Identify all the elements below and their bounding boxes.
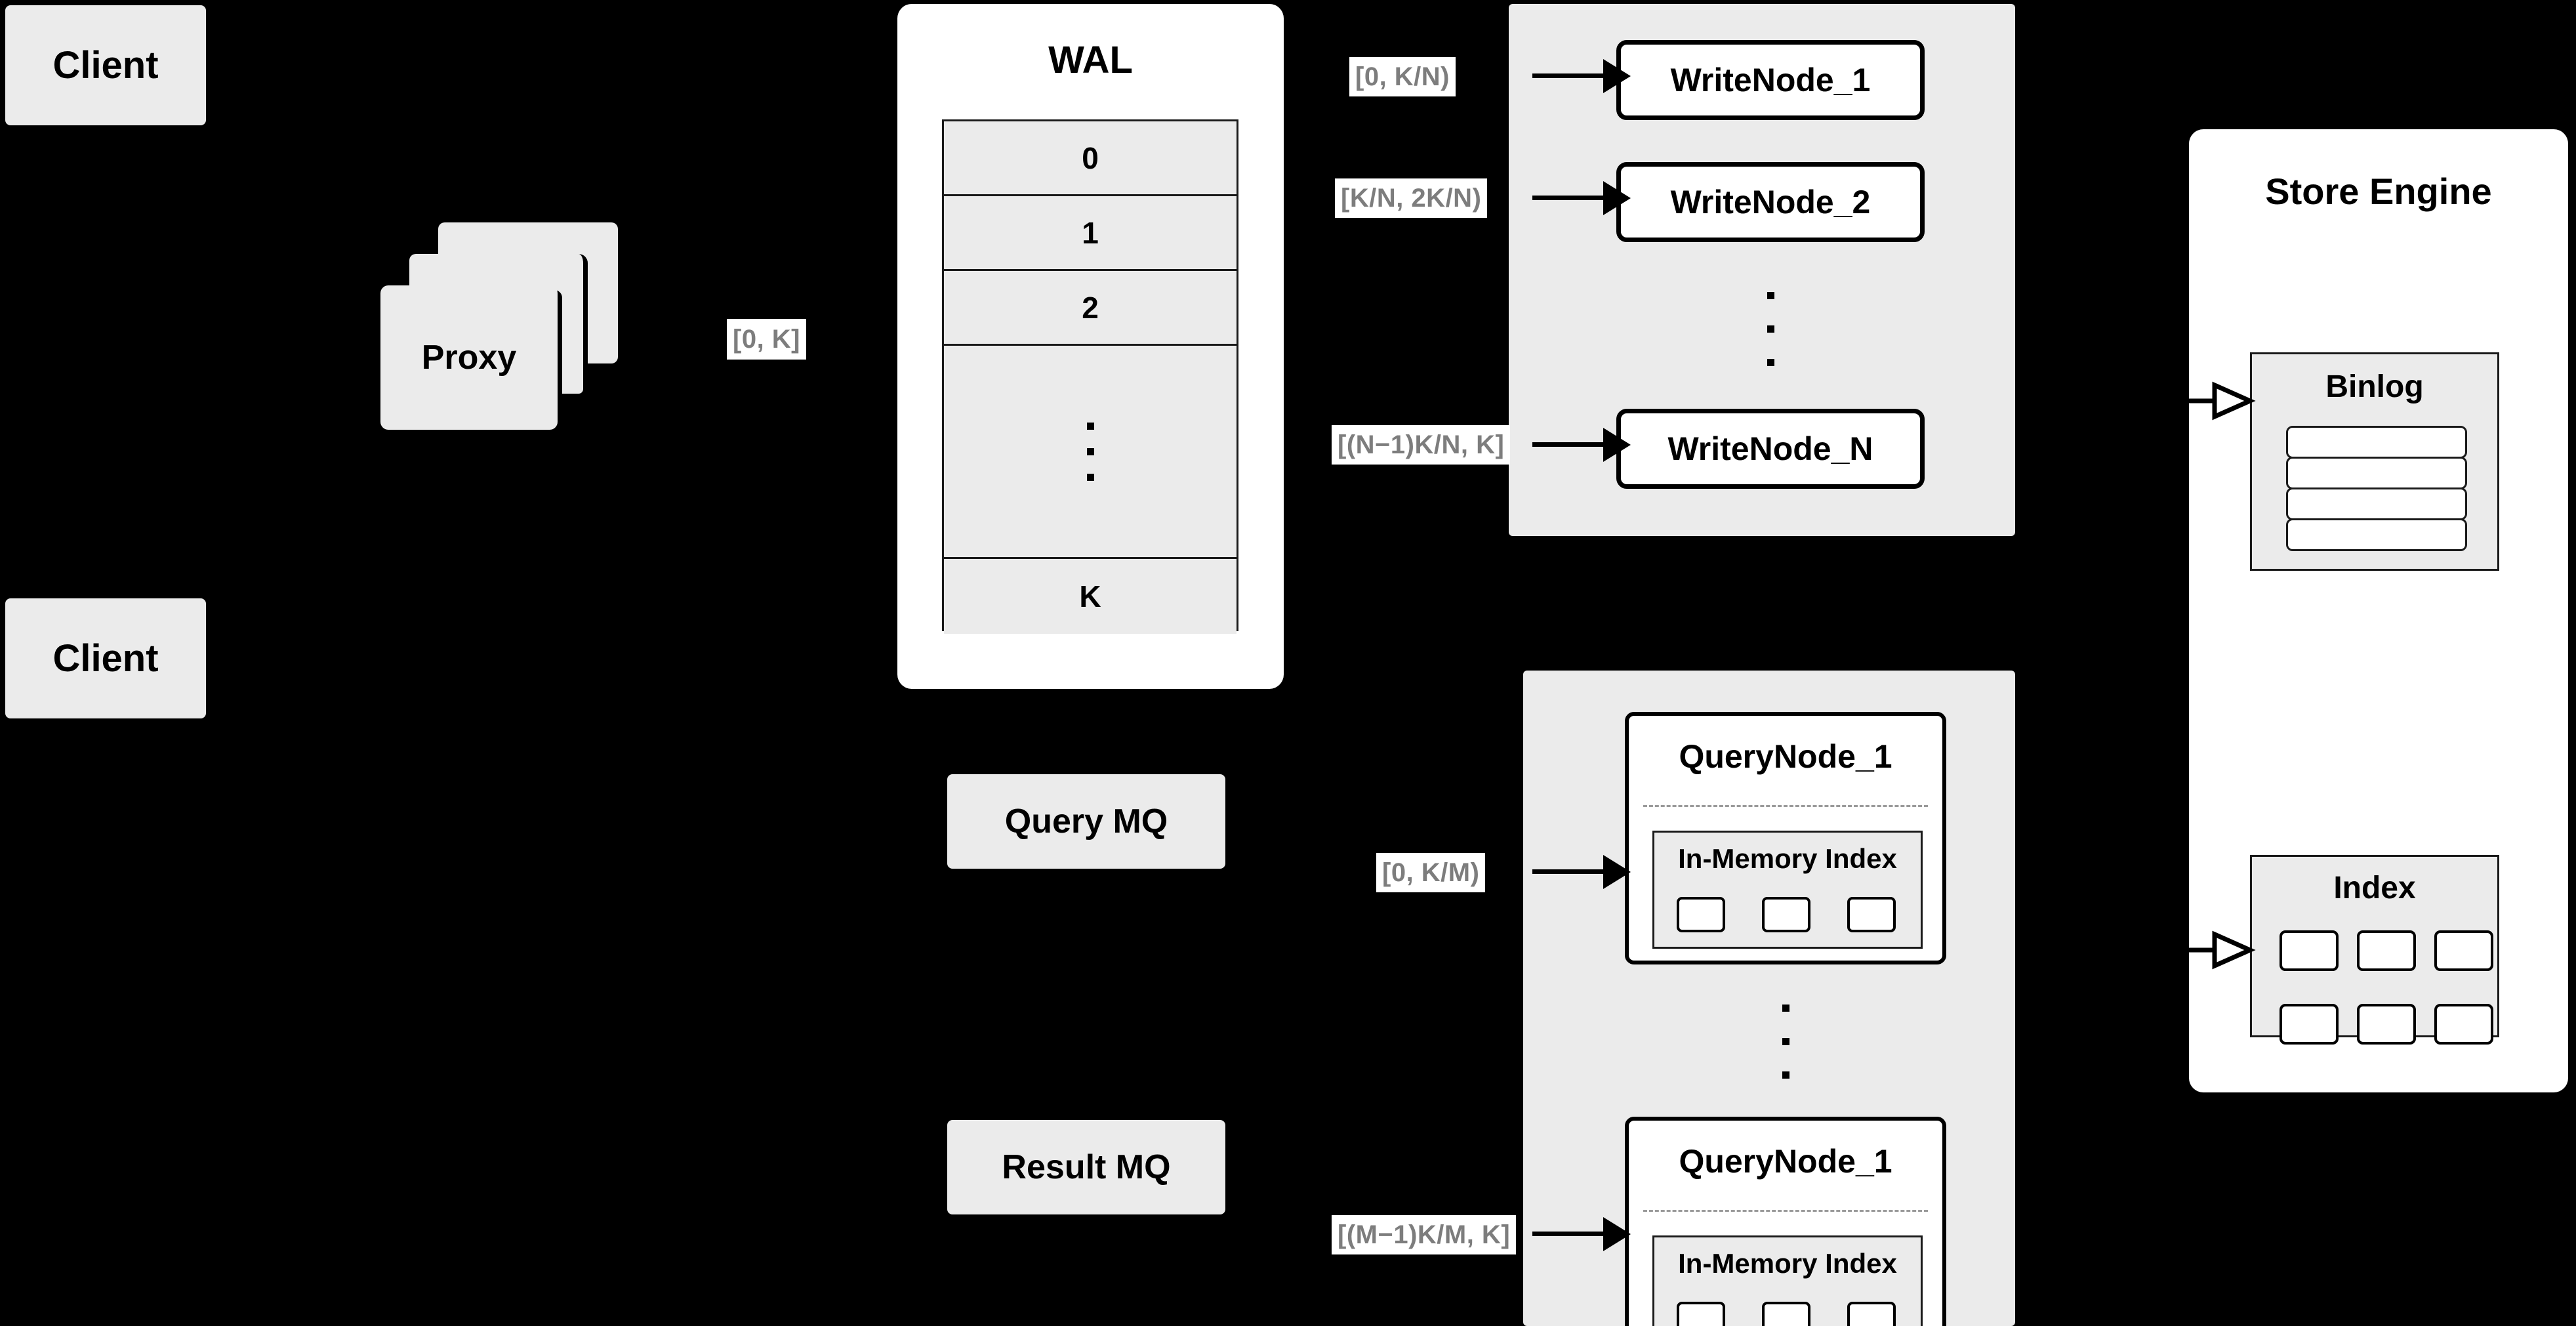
index-cell xyxy=(2280,1004,2339,1045)
ellipsis-dot xyxy=(1782,1037,1789,1045)
query-node-1: QueryNode_1 In-Memory Index xyxy=(1625,712,1946,964)
binlog-bar xyxy=(2286,487,2467,520)
open-arrow-icon xyxy=(2184,381,2256,421)
edge-label-write-node-1: [0, K/N) xyxy=(1349,57,1456,96)
index-cell xyxy=(2357,930,2416,971)
open-arrow-icon xyxy=(2184,930,2256,970)
in-memory-index-title: In-Memory Index xyxy=(1678,843,1897,874)
ellipsis-dot xyxy=(1086,422,1094,430)
edge-label-text: [(M−1)K/M, K] xyxy=(1338,1220,1511,1249)
edge-label-query-node-m: [(M−1)K/M, K] xyxy=(1332,1215,1517,1254)
in-memory-index-title: In-Memory Index xyxy=(1678,1248,1897,1279)
query-node-title: QueryNode_1 xyxy=(1679,738,1892,775)
edge-label-text: [0, K/N) xyxy=(1355,62,1450,91)
wal-row: 0 xyxy=(944,121,1237,196)
client-label-1: Client xyxy=(52,44,159,87)
arrow-to-query-node-m xyxy=(1532,1217,1631,1251)
wal-panel: WAL 0 1 2 K xyxy=(897,4,1284,689)
query-node-divider xyxy=(1643,1210,1928,1212)
query-node-group: QueryNode_1 In-Memory Index QueryNode_1 … xyxy=(1523,671,2015,1326)
ellipsis-dot xyxy=(1767,325,1774,333)
edge-label-text: [0, K] xyxy=(733,324,800,354)
write-node-group: WriteNode_1 WriteNode_2 WriteNode_N xyxy=(1509,4,2015,536)
result-mq-label: Result MQ xyxy=(1002,1148,1171,1186)
edge-label-query-node-1: [0, K/M) xyxy=(1376,853,1486,892)
arrow-to-write-node-1 xyxy=(1532,59,1631,93)
index-panel: Index xyxy=(2250,855,2499,1045)
index-cell xyxy=(2434,930,2493,971)
proxy-card-front: Proxy xyxy=(380,285,558,430)
store-engine-panel: Store Engine Binlog Index xyxy=(2189,129,2568,1092)
index-cell xyxy=(1677,897,1725,932)
ellipsis-dot xyxy=(1767,291,1774,299)
binlog-bar xyxy=(2286,457,2467,489)
client-label-2: Client xyxy=(52,637,159,680)
write-node-ellipsis xyxy=(1616,266,1925,391)
write-node-1: WriteNode_1 xyxy=(1616,40,1925,120)
wal-row-label: 0 xyxy=(1082,140,1099,175)
write-node-label: WriteNode_1 xyxy=(1670,62,1871,98)
binlog-panel: Binlog xyxy=(2250,352,2499,571)
wal-row: 2 xyxy=(944,271,1237,346)
edge-label-text: [K/N, 2K/N) xyxy=(1341,183,1482,213)
ellipsis-dot xyxy=(1086,473,1094,481)
index-cell xyxy=(1847,1302,1896,1326)
ellipsis-dot xyxy=(1767,358,1774,366)
wal-row-label: 1 xyxy=(1082,215,1099,250)
query-node-m: QueryNode_1 In-Memory Index xyxy=(1625,1117,1946,1326)
query-node-title: QueryNode_1 xyxy=(1679,1143,1892,1180)
proxy-label: Proxy xyxy=(421,339,517,377)
proxy-stack: Proxy xyxy=(380,217,735,453)
query-mq-label: Query MQ xyxy=(1004,802,1168,840)
store-engine-title: Store Engine xyxy=(2265,171,2492,212)
index-cell xyxy=(1762,897,1810,932)
client-box-1: Client xyxy=(5,5,206,125)
index-cell xyxy=(1762,1302,1810,1326)
edge-label-proxy-to-wal: [0, K] xyxy=(727,319,806,360)
index-cell xyxy=(2357,1004,2416,1045)
index-title: Index xyxy=(2333,871,2416,905)
write-node-label: WriteNode_2 xyxy=(1670,184,1871,220)
ellipsis-dot xyxy=(1086,447,1094,455)
client-box-2: Client xyxy=(5,598,206,718)
in-memory-index-m: In-Memory Index xyxy=(1652,1235,1923,1326)
edge-label-write-node-n: [(N−1)K/N, K] xyxy=(1332,425,1511,465)
result-mq-box: Result MQ xyxy=(947,1120,1225,1214)
write-node-n: WriteNode_N xyxy=(1616,409,1925,489)
wal-row-ellipsis xyxy=(944,346,1237,559)
index-cell xyxy=(2280,930,2339,971)
query-mq-box: Query MQ xyxy=(947,774,1225,869)
edge-label-write-node-2: [K/N, 2K/N) xyxy=(1335,178,1488,218)
binlog-bar xyxy=(2286,426,2467,459)
ellipsis-dot xyxy=(1782,1004,1789,1012)
query-node-divider xyxy=(1643,805,1928,807)
wal-row-label: 2 xyxy=(1082,290,1099,325)
index-cell xyxy=(1677,1302,1725,1326)
index-cell xyxy=(1847,897,1896,932)
wal-entry-list: 0 1 2 K xyxy=(942,119,1238,634)
wal-row: K xyxy=(944,559,1237,634)
binlog-bar xyxy=(2286,518,2467,551)
index-cell xyxy=(2434,1004,2493,1045)
edge-label-text: [0, K/M) xyxy=(1382,858,1480,887)
query-node-ellipsis xyxy=(1625,979,1946,1104)
ellipsis-dot xyxy=(1782,1071,1789,1079)
arrow-to-write-node-n xyxy=(1532,428,1631,462)
write-node-label: WriteNode_N xyxy=(1667,430,1873,467)
edge-label-text: [(N−1)K/N, K] xyxy=(1338,430,1505,459)
write-node-2: WriteNode_2 xyxy=(1616,162,1925,242)
arrow-to-index xyxy=(2184,926,2263,974)
binlog-title: Binlog xyxy=(2325,369,2424,404)
arrow-to-write-node-2 xyxy=(1532,181,1631,215)
arrow-to-query-node-1 xyxy=(1532,855,1631,889)
wal-row: 1 xyxy=(944,196,1237,271)
wal-title: WAL xyxy=(1048,39,1133,81)
in-memory-index-1: In-Memory Index xyxy=(1652,831,1923,949)
wal-row-label: K xyxy=(1079,579,1101,613)
arrow-to-binlog xyxy=(2184,377,2263,425)
